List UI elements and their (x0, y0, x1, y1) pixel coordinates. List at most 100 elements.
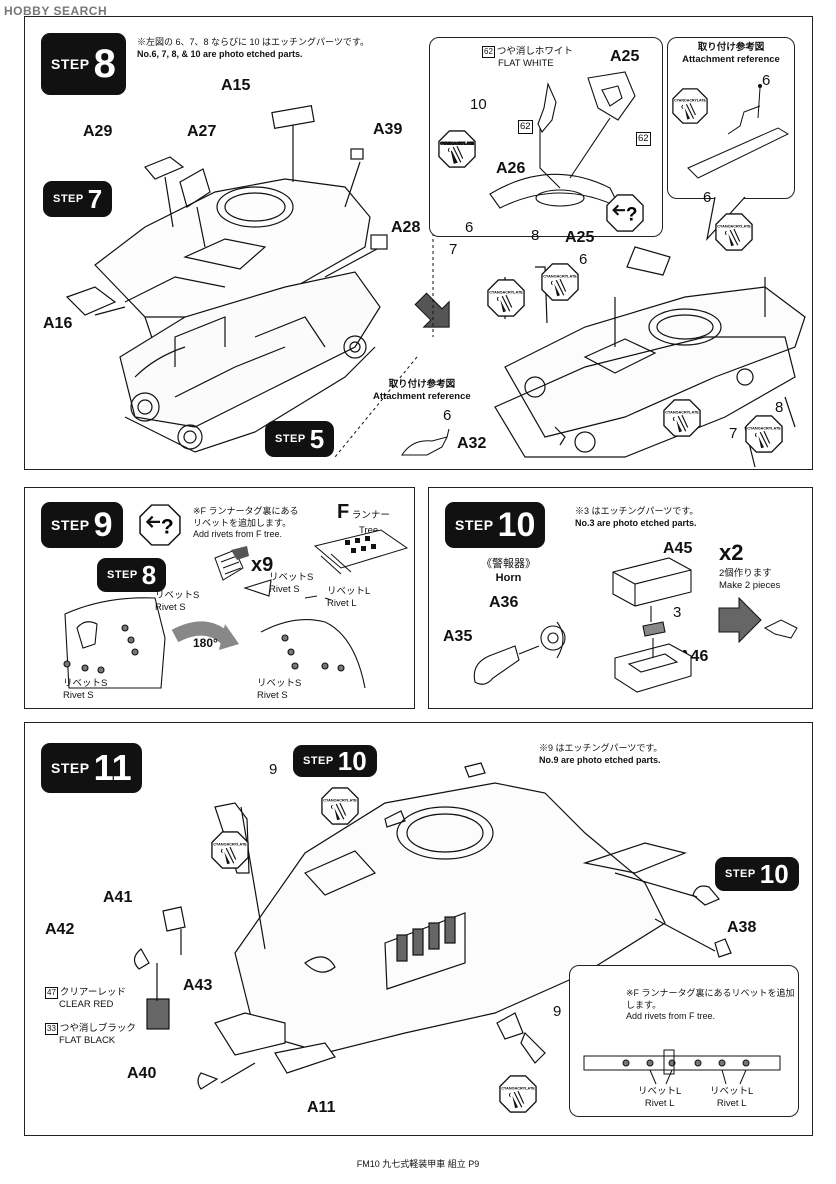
step11-badge: STEP 11 (41, 743, 142, 793)
attach-ref-label: 取り付け参考図 Attachment reference (373, 379, 471, 402)
attach-part-6: 6 (443, 407, 452, 424)
detail-b-title: 取り付け参考図 Attachment reference (682, 42, 780, 65)
multiplier-x9: x9 (251, 554, 274, 576)
ca-icons-right (487, 213, 783, 453)
rivet-detail-note: ※F ランナータグ裏にあるリベットを追加 します。 Add rivets fro… (626, 988, 795, 1022)
step10-badge: STEP 10 (445, 502, 546, 548)
step10-note: ※3 はエッチングパーツです。 No.3 are photo etched pa… (575, 506, 699, 528)
step9-badge: STEP 9 (41, 502, 123, 548)
step-word: STEP (725, 868, 756, 880)
rotate-label: 180° (193, 636, 218, 650)
part-6: 6 (762, 72, 771, 89)
runner-label: F ランナー Tree (337, 501, 390, 536)
part-7a: 7 (449, 241, 458, 258)
rivet-detail-box: ※F ランナータグ裏にあるリベットを追加 します。 Add rivets fro… (569, 965, 799, 1117)
step10-panel: STEP 10 ※3 はエッチングパーツです。 No.3 are photo e… (428, 487, 813, 709)
detail-a-drawing (438, 71, 644, 232)
part-A15: A15 (221, 77, 251, 94)
step8-note: ※左図の 6、7、8 ならびに 10 はエッチングパーツです。 No.6, 7,… (137, 37, 369, 59)
step8-badge: STEP 8 (41, 33, 126, 95)
step-number: 9 (93, 506, 113, 544)
part-A27: A27 (187, 123, 217, 140)
step-number: 11 (93, 747, 132, 788)
watermark-logo: HOBBY SEARCH (4, 4, 108, 18)
part-6a: 6 (465, 219, 474, 236)
code-tag: 62 (636, 132, 651, 146)
step9-panel: STEP 9 ※F ランナータグ裏にある リベットを追加します。 Add riv… (24, 487, 415, 709)
part-A43: A43 (183, 977, 213, 994)
part-A42: A42 (45, 921, 75, 938)
multiplier-x2: x2 (719, 540, 744, 565)
step8-panel: STEP 8 ※左図の 6、7、8 ならびに 10 はエッチングパーツです。 N… (24, 16, 813, 470)
flow-arrow (414, 292, 450, 328)
part-7b: 7 (729, 425, 738, 442)
step-word: STEP (275, 433, 306, 445)
step-word: STEP (51, 760, 90, 776)
step8-ref-badge: STEP 8 (97, 558, 167, 592)
step10-ref-badge-right: STEP 10 (715, 857, 799, 891)
part-A32: A32 (457, 435, 487, 452)
part-8a: 8 (531, 227, 540, 244)
step5-ref-badge: STEP 5 (265, 421, 335, 457)
step9-drawing (63, 579, 366, 689)
step9-note: ※F ランナータグ裏にある リベットを追加します。 Add rivets fro… (193, 506, 299, 540)
part-6c: 6 (703, 189, 712, 206)
part-6b: 6 (579, 251, 588, 268)
step-word: STEP (303, 755, 334, 767)
step11-panel: STEP 11 ※9 はエッチングパーツです。 No.9 are photo e… (24, 722, 813, 1136)
part-A39: A39 (373, 121, 403, 138)
part-A36: A36 (489, 594, 519, 611)
step-number: 10 (759, 859, 789, 889)
part-9-bottom: 9 (553, 1003, 562, 1020)
step7-ref-badge: STEP 7 (43, 181, 113, 217)
rivet-strip-drawing (583, 1049, 781, 1085)
step-number: 8 (141, 560, 157, 590)
part-A25: A25 (610, 48, 640, 65)
step-number: 10 (337, 746, 367, 776)
part-A41: A41 (103, 889, 133, 906)
step-word: STEP (455, 517, 494, 533)
step11-hull-drawing (133, 762, 732, 1113)
part-A28: A28 (391, 219, 421, 236)
page-footer: FM10 九七式軽装甲車 組立 P9 (356, 1159, 480, 1169)
step-number: 10 (497, 506, 536, 544)
part-9-top: 9 (269, 761, 278, 778)
part-A16: A16 (43, 315, 73, 332)
step-number: 8 (93, 42, 116, 86)
runner-drawing (313, 529, 409, 575)
part-A26: A26 (496, 160, 526, 177)
step-number: 7 (87, 184, 103, 214)
part-A25-right: A25 (565, 229, 595, 246)
step-word: STEP (51, 56, 90, 72)
step-number: 5 (309, 424, 325, 454)
step11-note: ※9 はエッチングパーツです。 No.9 are photo etched pa… (539, 743, 663, 765)
step10-drawing (473, 557, 798, 693)
part-A45: A45 (663, 540, 693, 557)
part-10: 10 (470, 96, 487, 113)
step8-hull-drawing (65, 104, 388, 453)
part-A11: A11 (307, 1099, 336, 1116)
detail-b-drawing (672, 84, 790, 179)
part-A35: A35 (443, 628, 473, 645)
step-word: STEP (107, 569, 138, 581)
detail-box-b: 取り付け参考図 Attachment reference 6 (667, 37, 795, 199)
rivet-tool-icon (214, 546, 249, 581)
part-A38: A38 (727, 919, 757, 936)
step-word: STEP (53, 193, 84, 205)
horn-title: 《警報器》Horn (481, 558, 536, 584)
part-3: 3 (673, 604, 682, 621)
dashed-guide (334, 221, 434, 458)
part-A29: A29 (83, 123, 113, 140)
